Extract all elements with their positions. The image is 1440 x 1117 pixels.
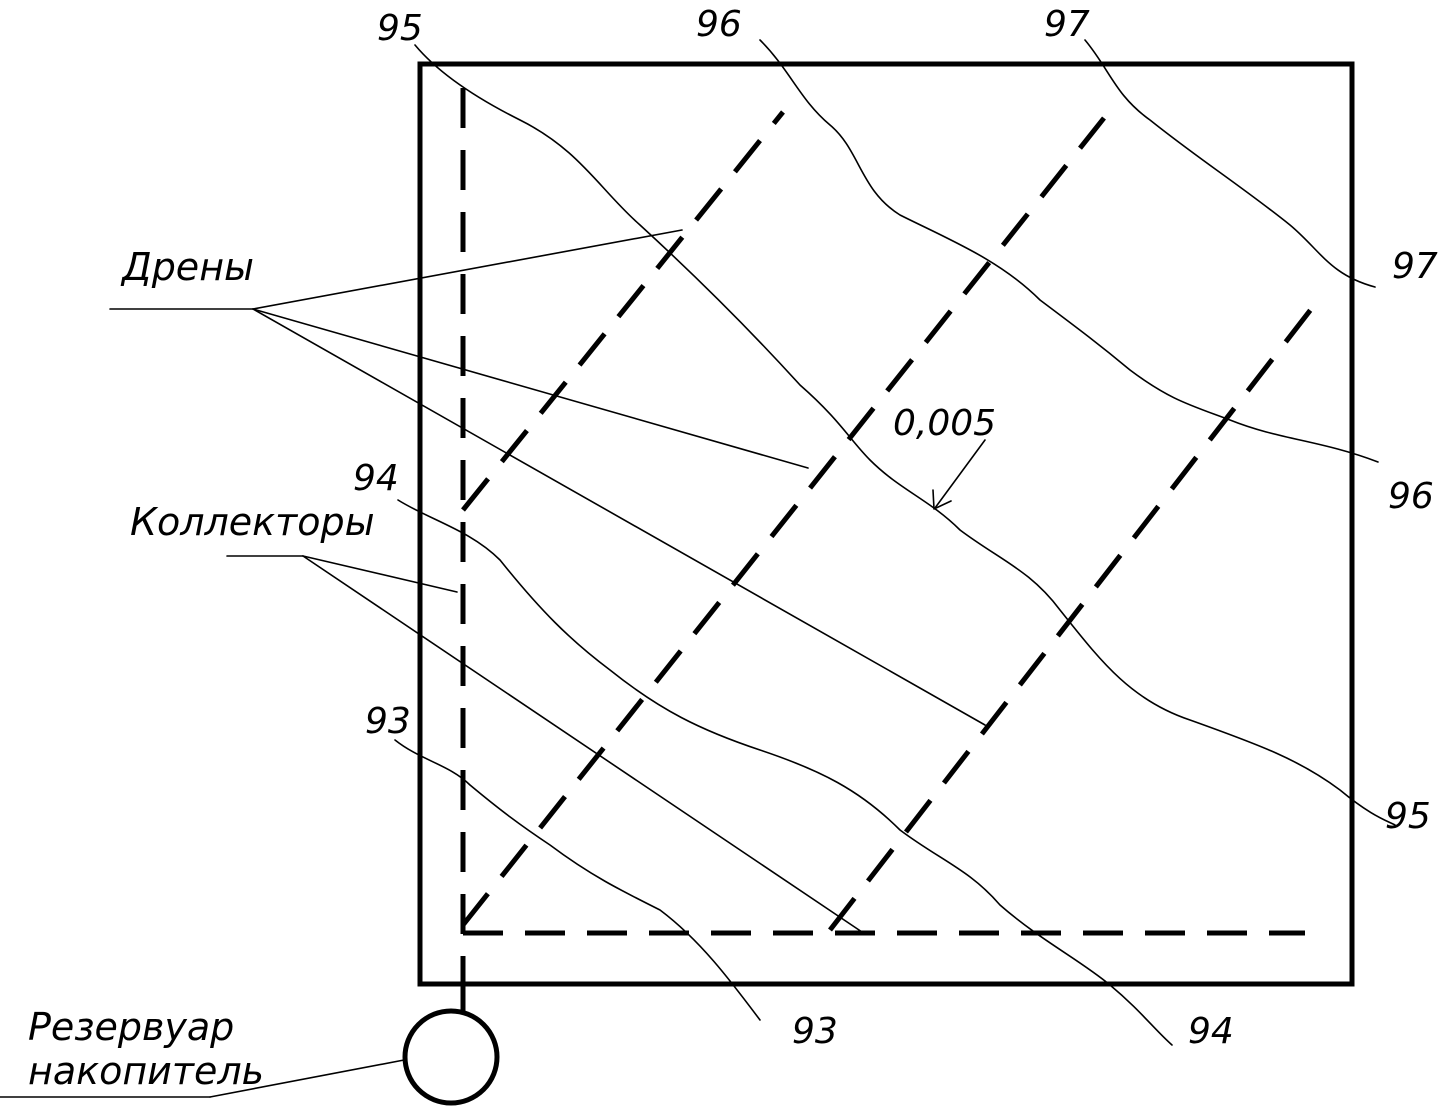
reservoir-circle [402, 1008, 500, 1106]
contour-96 [759, 39, 1379, 463]
collectors-leader-1 [302, 555, 458, 593]
drains-leader-2 [252, 308, 809, 469]
contour-label-96-right: 96 [1388, 476, 1434, 517]
contour-label-93-bottom: 93 [792, 1011, 838, 1052]
contour-label-97-right: 97 [1392, 246, 1438, 287]
drains-leader-3 [252, 308, 986, 726]
contour-label-94-bottom: 94 [1188, 1011, 1234, 1052]
field-boundary [417, 61, 1355, 987]
reservoir-leader [209, 1059, 405, 1098]
slope-arrow-shaft [934, 439, 986, 509]
contour-93 [394, 739, 761, 1021]
reservoir-label-line2: накопитель [28, 1049, 264, 1093]
contour-label-97-top: 97 [1044, 4, 1090, 45]
contour-label-96-top: 96 [696, 4, 742, 45]
drain-3 [828, 306, 1314, 932]
contour-label-95-top: 95 [377, 8, 423, 49]
drain-2 [461, 116, 1106, 927]
contour-97 [1084, 39, 1376, 288]
collectors-leader-2 [302, 555, 863, 933]
slope-label: 0,005 [893, 403, 996, 444]
collectors-label: Коллекторы [130, 500, 375, 544]
drain-1 [461, 110, 785, 512]
contour-94 [397, 499, 1173, 1046]
slope-arrow-head [932, 489, 952, 510]
reservoir-label-line1: Резервуар [28, 1005, 234, 1049]
drains-label: Дрены [120, 245, 254, 289]
contour-label-95-right: 95 [1385, 796, 1431, 837]
drains-leader-1 [252, 229, 683, 310]
contour-95 [414, 44, 1396, 826]
contour-label-93-left: 93 [365, 701, 411, 742]
contour-label-94-left: 94 [353, 458, 399, 499]
